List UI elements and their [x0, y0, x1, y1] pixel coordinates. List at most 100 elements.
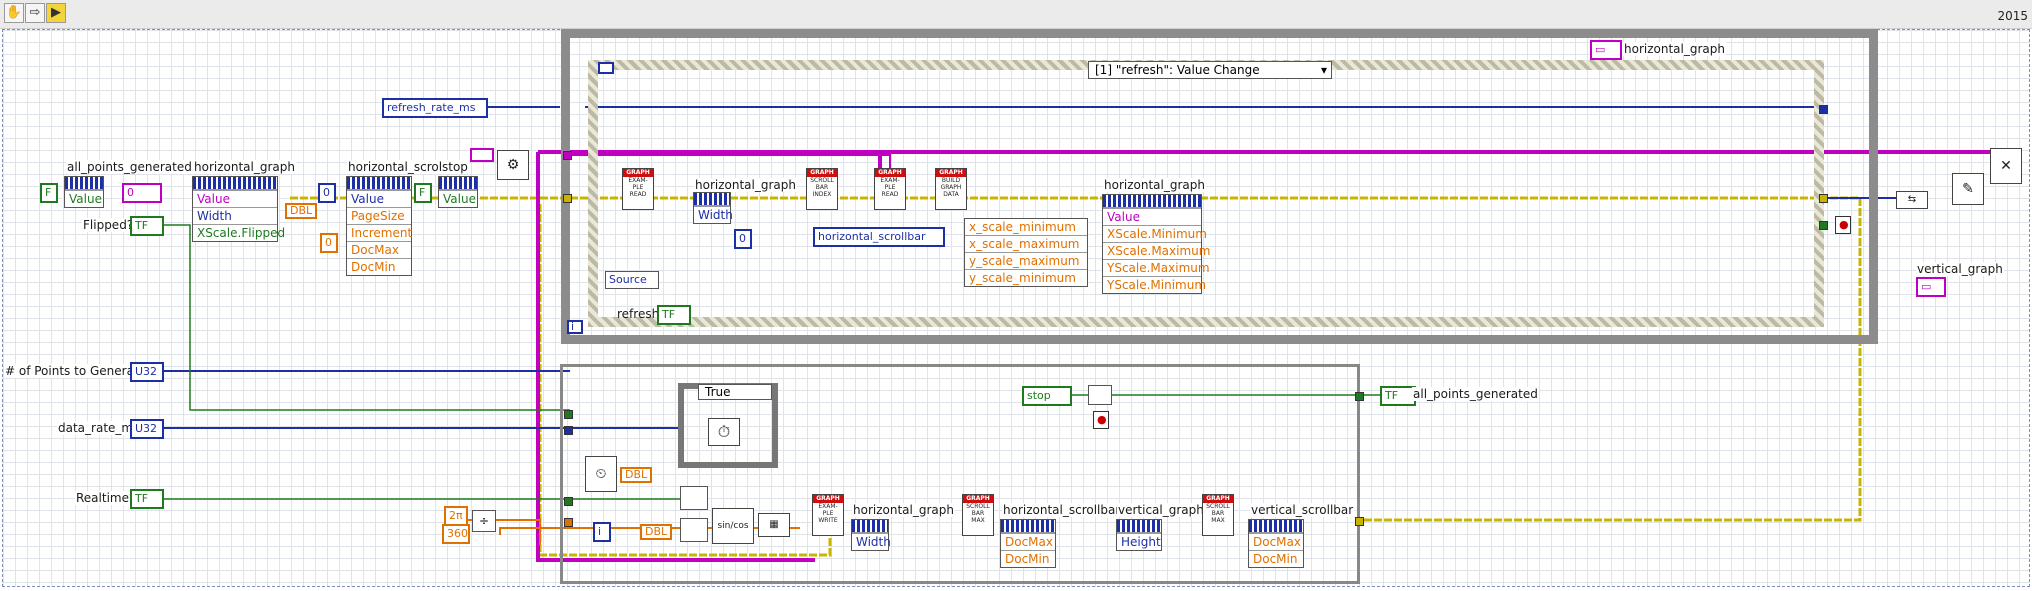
hs-prop-value: Value	[347, 190, 411, 207]
hg-out-value: Value	[1103, 208, 1201, 225]
hg-constant: 0	[122, 183, 162, 203]
event-structure	[588, 60, 1824, 327]
stop-bool-constant: F	[414, 183, 432, 203]
unbundle-error-vi: ✎	[1952, 173, 1984, 205]
tunnel	[1355, 392, 1364, 401]
run-icon[interactable]: ▶	[46, 3, 66, 23]
event-reg-ref	[470, 148, 494, 162]
event-selector[interactable]: [1] "refresh": Value Change ▾	[1088, 61, 1332, 79]
hg-out-ymax: YScale.Maximum	[1103, 259, 1210, 276]
version-label: 2015	[1997, 9, 2028, 23]
two-pi-constant: 2π	[444, 506, 468, 526]
label-hs-bottom: horizontal_scrollbar	[1002, 503, 1122, 517]
num-points-control[interactable]: U32	[130, 362, 164, 382]
tunnel	[563, 194, 572, 203]
not-node	[1088, 385, 1112, 405]
label-hg-out: horizontal_graph	[1103, 178, 1206, 192]
source-node: Source	[605, 271, 659, 289]
hg-property-node: Value Width XScale.Flipped	[192, 176, 285, 242]
label-flipped: Flipped?	[82, 218, 135, 232]
arrow-icon[interactable]: ⇨	[25, 3, 45, 23]
case-selector-label: True	[705, 385, 731, 399]
hg-out-xmax: XScale.Maximum	[1103, 242, 1210, 259]
divide-node: ÷	[472, 510, 496, 532]
tick-count-vi: ⏲	[585, 456, 617, 492]
iteration-terminal: i	[567, 320, 583, 334]
realtime-control[interactable]: TF	[130, 489, 164, 509]
label-horizontal-graph: horizontal_graph	[193, 160, 296, 174]
label-hg-inner: horizontal_graph	[694, 178, 797, 192]
unbundle-xmin: x_scale_minimum	[969, 220, 1076, 234]
scale-unbundle: x_scale_minimum x_scale_maximum y_scale_…	[964, 218, 1088, 287]
hg-out-xmin: XScale.Minimum	[1103, 225, 1207, 242]
flipped-control[interactable]: TF	[130, 216, 164, 236]
hg-inner-width: Width	[694, 206, 733, 223]
hs-prop-increment: Increment	[347, 224, 412, 241]
deg-constant: 360	[442, 524, 470, 544]
unbundle-xmax: x_scale_maximum	[965, 235, 1087, 252]
stop-condition-icon: ●	[1835, 216, 1851, 234]
tunnel	[563, 151, 572, 160]
case-selector[interactable]: True	[698, 384, 772, 400]
hg-prop-flipped: XScale.Flipped	[193, 224, 285, 241]
stop-button-icon[interactable]: ●	[1093, 411, 1109, 429]
vs-bottom-docmax: DocMax	[1249, 533, 1303, 550]
hs-bottom-node: DocMax DocMin	[1000, 519, 1056, 568]
build-array-vi: ▦	[758, 513, 790, 537]
hs-prop-docmax: DocMax	[347, 241, 411, 258]
vs-bottom-docmin: DocMin	[1249, 550, 1303, 567]
hs-prop-pagesize: PageSize	[347, 207, 411, 224]
label-hg-bottom: horizontal_graph	[852, 503, 955, 517]
label-vg-bottom: vertical_graph	[1117, 503, 1205, 517]
multiply-node	[680, 518, 708, 542]
unbundle-ymax: y_scale_maximum	[965, 252, 1087, 269]
zero-constant-b: 0	[318, 183, 336, 203]
tunnel	[564, 518, 573, 527]
tunnel	[564, 497, 573, 506]
hg-out-node: Value XScale.Minimum XScale.Maximum YSca…	[1102, 194, 1210, 294]
label-hg-ref: horizontal_graph	[1623, 42, 1726, 56]
hg-prop-width: Width	[193, 207, 277, 224]
apg-indicator: TF	[1380, 386, 1416, 406]
while-loop	[561, 29, 1878, 344]
label-realtime: Realtime?	[75, 491, 137, 505]
label-stop: stop	[441, 160, 469, 174]
merge-errors-vi: ⇆	[1896, 191, 1928, 209]
label-refresh: refresh	[617, 307, 660, 321]
label-vertical-graph: vertical_graph	[1916, 262, 2004, 276]
tunnel	[1819, 105, 1828, 114]
vg-bottom-height: Height	[1117, 533, 1161, 550]
i-constant: i	[593, 522, 611, 542]
stop-property-node: Value	[438, 176, 478, 208]
dbl-convert-2: DBL	[620, 467, 652, 483]
data-rate-control[interactable]: U32	[130, 419, 164, 439]
label-apg-out: all_points_generated	[1412, 387, 1539, 401]
label-data-rate: data_rate_ms	[57, 421, 141, 435]
hg-bottom-width: Width	[852, 533, 891, 550]
bottom-while-loop	[560, 364, 1360, 584]
stop-prop-value: Value	[439, 190, 477, 207]
stop-local: stop	[1022, 386, 1072, 406]
apg-value: Value	[65, 190, 103, 207]
vg-ref-icon: ▭	[1916, 277, 1946, 297]
apg-property-node: Value	[64, 176, 104, 208]
hs-bottom-docmax: DocMax	[1001, 533, 1055, 550]
register-events-icon: ⚙	[497, 150, 529, 180]
toolbar: ✋ ⇨ ▶ 2015	[0, 0, 2032, 29]
label-horizontal-scrollbar: horizontal_scrollbar	[347, 160, 467, 174]
refresh-rate-control[interactable]: refresh_rate_ms	[382, 98, 488, 118]
hg-bottom-node: Width	[851, 519, 891, 551]
vs-bottom-node: DocMax DocMin	[1248, 519, 1304, 568]
zero-constant-d: 0	[734, 229, 752, 249]
hs-bottom-docmin: DocMin	[1001, 550, 1055, 567]
hs-inner-local: horizontal_scrollbar	[813, 227, 945, 247]
label-all-points-generated: all_points_generated	[66, 160, 193, 174]
select-node	[680, 486, 708, 510]
hand-icon[interactable]: ✋	[4, 3, 24, 23]
unbundle-ymin: y_scale_minimum	[965, 269, 1087, 286]
